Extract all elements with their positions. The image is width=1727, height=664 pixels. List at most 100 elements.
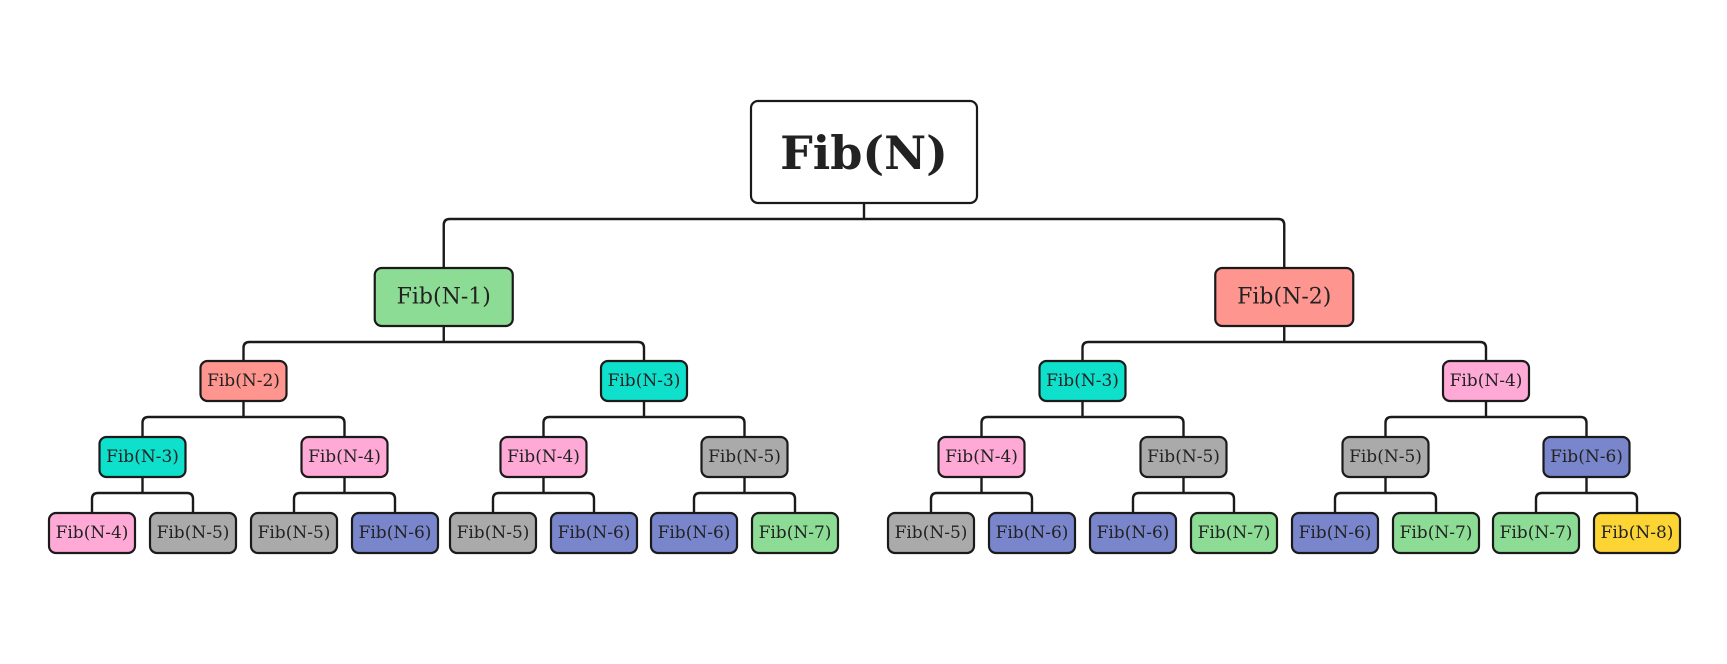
tree-node: Fib(N-7)	[1189, 511, 1279, 555]
edge-bracket	[542, 415, 746, 437]
node-box	[1088, 511, 1178, 555]
tree-node: Fib(N-4)	[47, 511, 137, 555]
node-box	[1290, 511, 1380, 555]
edge-bracket	[1081, 340, 1488, 361]
edge-bracket	[1333, 491, 1438, 513]
tree-node: Fib(N-5)	[886, 511, 976, 555]
node-label: Fib(N-2)	[1237, 285, 1331, 310]
node-box	[1189, 511, 1279, 555]
tree-node: Fib(N-5)	[148, 511, 238, 555]
node-label: Fib(N-1)	[397, 285, 491, 310]
tree-node: Fib(N-4)	[499, 435, 588, 479]
tree-node: Fib(N-6)	[1542, 435, 1631, 479]
tree-node: Fib(N-6)	[987, 511, 1077, 555]
node-box	[1441, 359, 1531, 403]
tree-edges	[90, 203, 1639, 513]
tree-node: Fib(N-4)	[300, 435, 389, 479]
tree-node: Fib(N-3)	[1038, 359, 1127, 403]
tree-node: Fib(N-6)	[1088, 511, 1178, 555]
edge-bracket	[442, 217, 1286, 268]
node-box	[1542, 435, 1631, 479]
node-box	[700, 435, 789, 479]
node-label: Fib(N-5)	[457, 523, 530, 543]
edge-bracket	[1534, 491, 1639, 513]
root-node-box	[749, 99, 979, 205]
node-label: Fib(N-8)	[1601, 523, 1674, 543]
node-label: Fib(N-4)	[507, 447, 580, 467]
node-label: Fib(N-6)	[1550, 447, 1623, 467]
tree-node: Fib(N-5)	[1139, 435, 1228, 479]
node-box	[148, 511, 238, 555]
node-label: Fib(N-7)	[759, 523, 832, 543]
node-box	[350, 511, 440, 555]
node-box	[1038, 359, 1127, 403]
node-label: Fib(N-5)	[157, 523, 230, 543]
node-label: Fib(N-6)	[996, 523, 1069, 543]
node-label: Fib(N-5)	[895, 523, 968, 543]
node-box	[249, 511, 339, 555]
node-box	[937, 435, 1026, 479]
tree-node: Fib(N-5)	[249, 511, 339, 555]
node-label: Fib(N-4)	[308, 447, 381, 467]
tree-node: Fib(N-6)	[649, 511, 739, 555]
node-label: Fib(N-6)	[359, 523, 432, 543]
node-box	[599, 359, 689, 403]
node-label: Fib(N-5)	[708, 447, 781, 467]
node-box	[1391, 511, 1481, 555]
tree-node: Fib(N-2)	[199, 359, 288, 403]
node-label: Fib(N-2)	[207, 371, 280, 391]
node-box	[199, 359, 288, 403]
tree-node: Fib(N-4)	[937, 435, 1026, 479]
node-label: Fib(N-6)	[558, 523, 631, 543]
tree-node: Fib(N-8)	[1592, 511, 1682, 555]
edge-bracket	[90, 491, 195, 513]
tree-node: Fib(N-2)	[1214, 266, 1355, 328]
node-box	[1214, 266, 1355, 328]
edge-bracket	[692, 491, 797, 513]
root-node: Fib(N)	[749, 99, 979, 205]
node-label: Fib(N-3)	[608, 371, 681, 391]
tree-node: Fib(N-6)	[1290, 511, 1380, 555]
node-box	[1491, 511, 1581, 555]
tree-node: Fib(N-5)	[700, 435, 789, 479]
tree-node: Fib(N-4)	[1441, 359, 1531, 403]
edge-bracket	[929, 491, 1034, 513]
node-box	[300, 435, 389, 479]
edge-bracket	[1384, 415, 1588, 437]
node-label: Fib(N-6)	[1097, 523, 1170, 543]
node-label: Fib(N-6)	[658, 523, 731, 543]
edge-bracket	[980, 415, 1185, 437]
edge-bracket	[141, 415, 346, 437]
tree-node: Fib(N-1)	[373, 266, 514, 328]
tree-node: Fib(N-6)	[350, 511, 440, 555]
node-box	[1139, 435, 1228, 479]
node-box	[750, 511, 840, 555]
node-label: Fib(N-3)	[1046, 371, 1119, 391]
node-label: Fib(N-5)	[1349, 447, 1422, 467]
node-box	[1592, 511, 1682, 555]
node-box	[1341, 435, 1430, 479]
tree-node: Fib(N-7)	[1391, 511, 1481, 555]
node-label: Fib(N-5)	[1147, 447, 1220, 467]
edge-bracket	[292, 491, 397, 513]
node-box	[448, 511, 538, 555]
tree-nodes: Fib(N-4) Fib(N-5) Fib(N-3) Fib(N-5) Fib(N-6)…	[47, 99, 1682, 555]
node-box	[649, 511, 739, 555]
root-node-label: Fib(N)	[780, 126, 948, 180]
node-label: Fib(N-4)	[56, 523, 129, 543]
node-label: Fib(N-4)	[1450, 371, 1523, 391]
edge-bracket	[1131, 491, 1236, 513]
node-label: Fib(N-7)	[1500, 523, 1573, 543]
edge-bracket	[242, 340, 646, 361]
tree-node: Fib(N-5)	[448, 511, 538, 555]
node-box	[47, 511, 137, 555]
node-box	[987, 511, 1077, 555]
node-box	[373, 266, 514, 328]
tree-node: Fib(N-3)	[599, 359, 689, 403]
node-label: Fib(N-5)	[258, 523, 331, 543]
node-box	[549, 511, 639, 555]
node-label: Fib(N-7)	[1198, 523, 1271, 543]
tree-node: Fib(N-7)	[1491, 511, 1581, 555]
node-label: Fib(N-7)	[1400, 523, 1473, 543]
